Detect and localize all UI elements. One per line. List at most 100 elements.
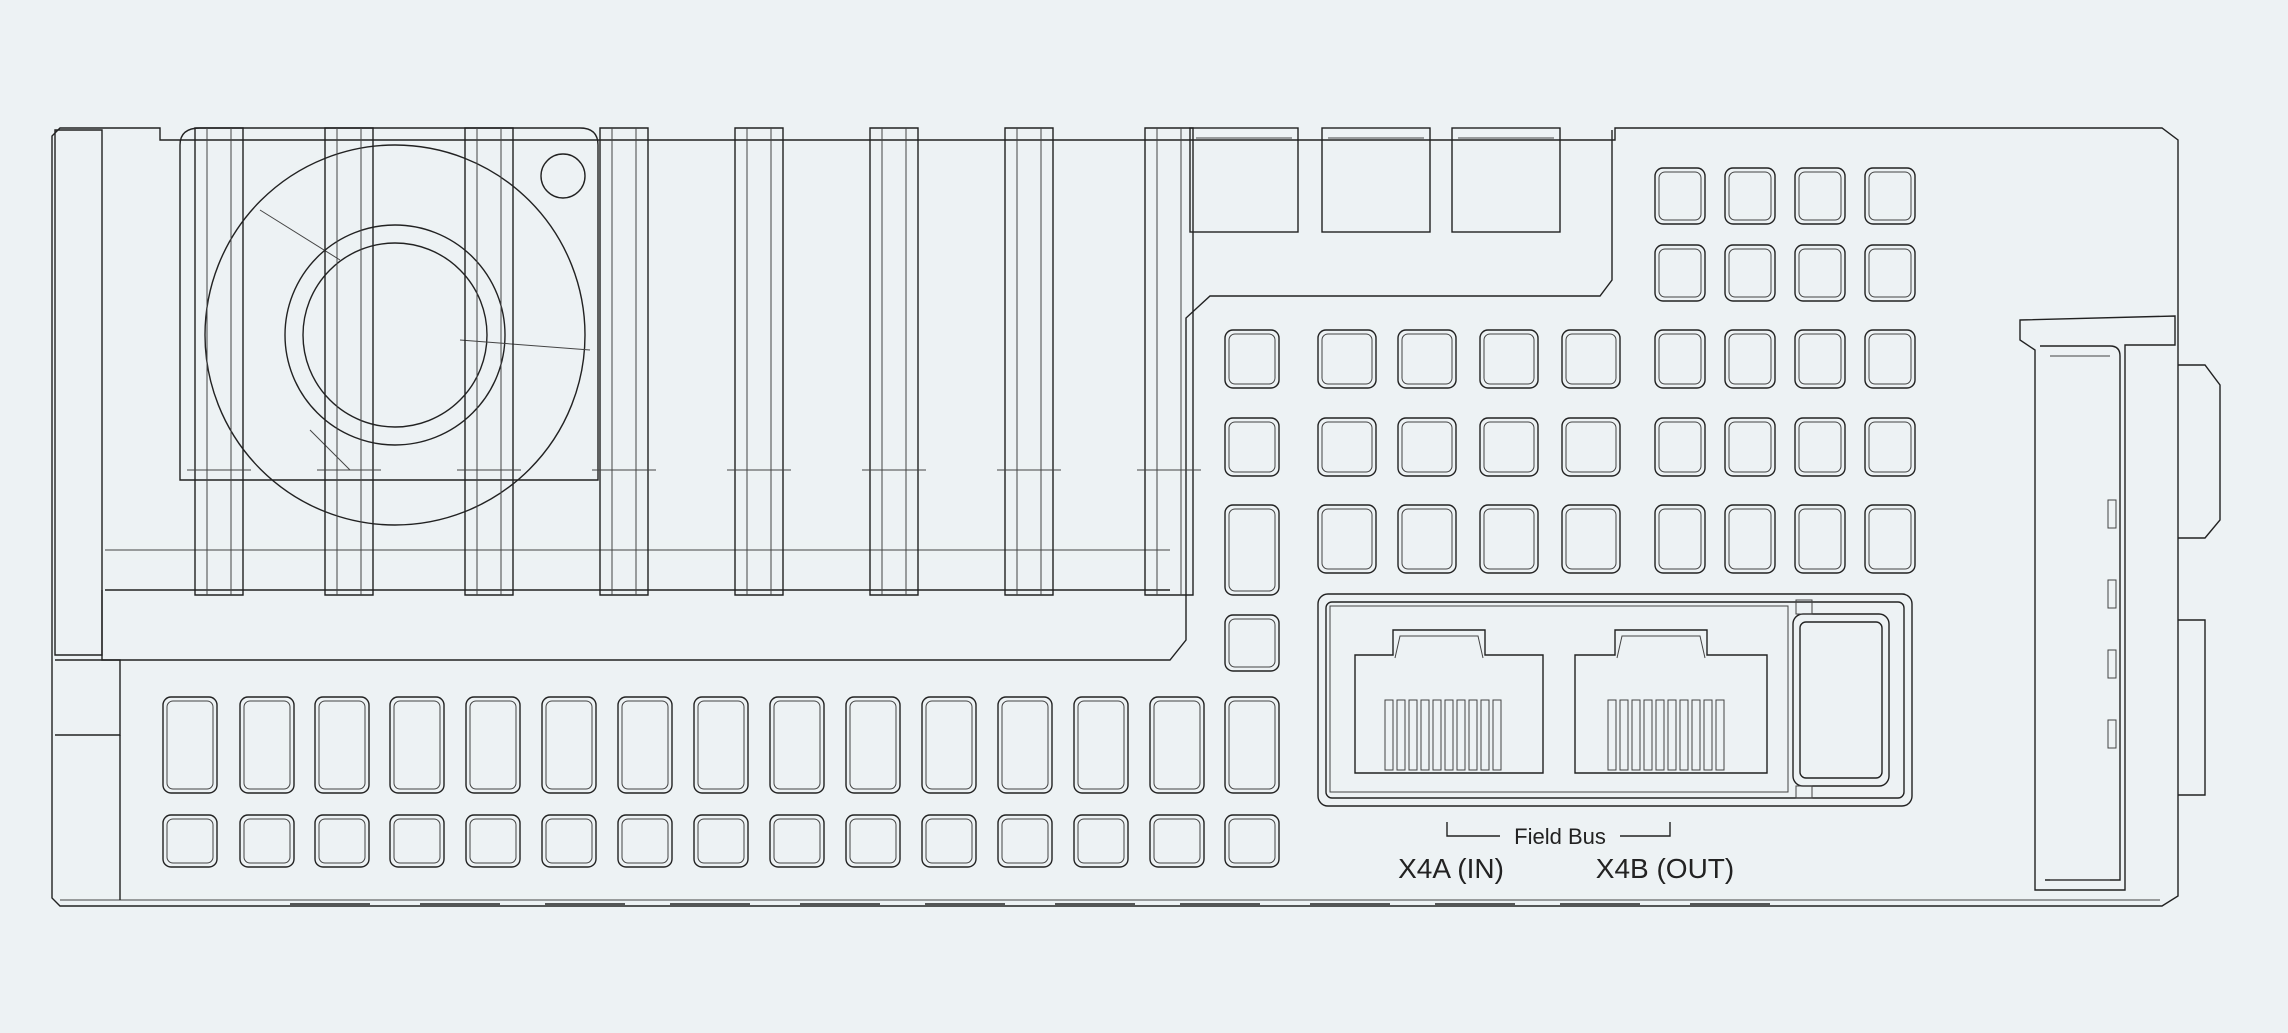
vent-slot [1864, 167, 1916, 225]
vent-slot-inner [1228, 508, 1276, 592]
vent-slot-outer [1654, 329, 1706, 389]
left-step [55, 659, 121, 736]
rj45-pin [1619, 699, 1629, 771]
vent-slot-inner [469, 700, 517, 790]
vent-slot-inner [849, 818, 897, 864]
vent-slot [239, 814, 295, 868]
vent-slot-inner [1798, 171, 1842, 221]
vent-slot-inner [1565, 421, 1617, 473]
heatsink-fin [869, 127, 919, 596]
vent-slot [1224, 504, 1280, 596]
vent-slot [239, 696, 295, 794]
right-side-connector [2019, 315, 2221, 891]
vent-slot-outer [1479, 329, 1539, 389]
vent-slot-inner [393, 700, 441, 790]
vent-slot [1561, 417, 1621, 477]
vent-slot [541, 696, 597, 794]
vent-slot-outer [1654, 417, 1706, 477]
vent-slot [1864, 244, 1916, 302]
vent-slot [1724, 167, 1776, 225]
vent-slot-outer [921, 814, 977, 868]
vent-slot-outer [1317, 417, 1377, 477]
vent-slot-inner [621, 818, 669, 864]
vent-slot-outer [1794, 167, 1846, 225]
vent-slot-outer [845, 814, 901, 868]
vent-slot-outer [314, 696, 370, 794]
vent-slot [1794, 329, 1846, 389]
rj45-pin [1643, 699, 1653, 771]
heatsink-fin [464, 127, 514, 596]
vent-slot [1794, 244, 1846, 302]
vent-slot [1864, 329, 1916, 389]
vent-slot-outer [1794, 244, 1846, 302]
vent-slot-inner [1728, 248, 1772, 298]
rj45-pin [1384, 699, 1394, 771]
heatsink-fin [734, 127, 784, 596]
vent-slot-outer [1794, 329, 1846, 389]
vent-slot [693, 696, 749, 794]
vent-slot-inner [1001, 700, 1049, 790]
heatsink-fin [1144, 127, 1194, 596]
vent-slot-outer [239, 814, 295, 868]
vent-slot [921, 814, 977, 868]
rj45-pin [1468, 699, 1478, 771]
vent-slot-outer [465, 696, 521, 794]
vent-slot-outer [1073, 814, 1129, 868]
vent-slot-outer [1397, 329, 1457, 389]
top-channel [1321, 127, 1431, 233]
rj45-pin [1480, 699, 1490, 771]
vent-slot [1794, 167, 1846, 225]
rj45-port-x4a[interactable] [1354, 629, 1544, 774]
vent-slot [1073, 696, 1129, 794]
vent-slot-inner [1483, 421, 1535, 473]
vent-slot-inner [1483, 333, 1535, 385]
vent-slot [1224, 614, 1280, 672]
top-channel [1451, 127, 1561, 233]
vent-slot [845, 814, 901, 868]
heatsink-fin [599, 127, 649, 596]
vent-slot-inner [1321, 333, 1373, 385]
vent-slot-inner [1868, 248, 1912, 298]
rj45-pin [1432, 699, 1442, 771]
vent-slot-inner [1798, 508, 1842, 570]
vent-slot [1224, 814, 1280, 868]
heatsink-fin [1004, 127, 1054, 596]
vent-slot-outer [1224, 696, 1280, 794]
vent-slot [465, 814, 521, 868]
field-bus-bracket [1446, 822, 1671, 837]
rj45-port-x4b[interactable] [1574, 629, 1768, 774]
vent-slot-outer [1794, 504, 1846, 574]
vent-slot [1654, 167, 1706, 225]
rj45-pin [1679, 699, 1689, 771]
vent-slot [1224, 329, 1280, 389]
vent-slot-outer [1794, 417, 1846, 477]
vent-slot [1479, 329, 1539, 389]
vent-slot [1561, 504, 1621, 574]
vent-slot-inner [1658, 421, 1702, 473]
vent-slot [1794, 417, 1846, 477]
vent-slot [617, 696, 673, 794]
vent-slot-outer [239, 696, 295, 794]
vent-slot [465, 696, 521, 794]
vent-slot-inner [1868, 508, 1912, 570]
vent-slot [389, 696, 445, 794]
vent-slot [314, 696, 370, 794]
vent-slot [1397, 329, 1457, 389]
vent-slot-outer [1864, 417, 1916, 477]
vent-slot-inner [697, 818, 745, 864]
vent-slot-outer [1864, 504, 1916, 574]
vent-slot-outer [1317, 329, 1377, 389]
vent-slot-outer [1864, 329, 1916, 389]
vent-slot [1654, 329, 1706, 389]
vent-slot-inner [1868, 421, 1912, 473]
vent-slot-outer [389, 814, 445, 868]
vent-slot-outer [1864, 167, 1916, 225]
vent-slot-outer [1654, 244, 1706, 302]
vent-slot [1654, 244, 1706, 302]
vent-slot-outer [1479, 417, 1539, 477]
vent-slot-inner [1658, 171, 1702, 221]
vent-slot-outer [541, 696, 597, 794]
vent-slot [617, 814, 673, 868]
side-port-connector[interactable] [1792, 599, 1890, 799]
